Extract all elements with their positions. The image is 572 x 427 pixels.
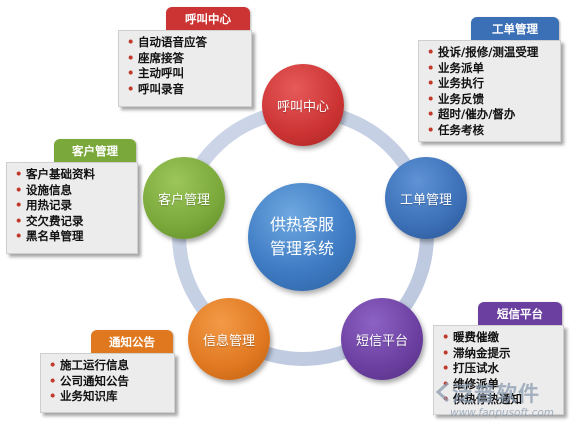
- list-item: 座席接答: [127, 51, 251, 67]
- list-item: 供热停热通知: [442, 392, 563, 408]
- node-info-management-label: 信息管理: [202, 333, 255, 349]
- node-customer-management-label: 客户管理: [157, 192, 210, 208]
- list-item: 维修派单: [442, 377, 563, 393]
- watermark: 泛普软件 www.fanpusoft.com: [434, 375, 570, 425]
- node-info-management: 信息管理: [188, 298, 270, 380]
- card-sms: 暖费催缴 滞纳金提示 打压试水 维修派单 供热停热通知: [433, 325, 564, 415]
- list-item: 黑名单管理: [15, 229, 137, 245]
- card-notice: 施工运行信息 公司通知公告 业务知识库: [40, 353, 175, 413]
- node-call-center: 呼叫中心: [262, 64, 344, 146]
- card-notice-title: 通知公告: [91, 330, 173, 353]
- list-item: 自动语音应答: [127, 35, 251, 51]
- list-item: 任务考核: [427, 123, 560, 139]
- card-work-order: 投诉/报修/测温受理 业务派单 业务执行 业务反馈 超时/催办/督办 任务考核: [418, 40, 561, 142]
- card-call-center: 自动语音应答 座席接答 主动呼叫 呼叫录音: [118, 30, 252, 107]
- list-item: 呼叫录音: [127, 82, 251, 98]
- watermark-url: www.fanpusoft.com: [450, 407, 555, 419]
- node-sms-platform: 短信平台: [341, 298, 423, 380]
- list-item: 业务派单: [427, 61, 560, 77]
- node-customer-management: 客户管理: [143, 157, 225, 239]
- list-item: 投诉/报修/测温受理: [427, 45, 560, 61]
- list-item: 业务知识库: [49, 389, 174, 405]
- list-item: 用热记录: [15, 198, 137, 214]
- card-customer-title: 客户管理: [54, 139, 136, 162]
- list-item: 交欠费记录: [15, 214, 137, 230]
- list-item: 主动呼叫: [127, 66, 251, 82]
- card-sms-title: 短信平台: [478, 302, 562, 325]
- node-sms-platform-label: 短信平台: [355, 333, 408, 349]
- node-call-center-label: 呼叫中心: [276, 99, 329, 115]
- list-item: 滞纳金提示: [442, 346, 563, 362]
- list-item: 客户基础资料: [15, 167, 137, 183]
- center-node: 供热客服 管理系统: [248, 183, 356, 291]
- center-line-1: 供热客服: [269, 215, 334, 234]
- list-item: 超时/催办/督办: [427, 107, 560, 123]
- list-item: 业务反馈: [427, 92, 560, 108]
- list-item: 公司通知公告: [49, 374, 174, 390]
- node-work-order: 工单管理: [385, 157, 467, 239]
- card-work-order-title: 工单管理: [471, 17, 559, 40]
- list-item: 暖费催缴: [442, 330, 563, 346]
- list-item: 打压试水: [442, 361, 563, 377]
- card-call-center-title: 呼叫中心: [166, 7, 250, 30]
- center-line-2: 管理系统: [269, 239, 334, 258]
- node-work-order-label: 工单管理: [399, 192, 452, 208]
- watermark-logo-icon: [435, 381, 450, 403]
- list-item: 施工运行信息: [49, 358, 174, 374]
- card-customer: 客户基础资料 设施信息 用热记录 交欠费记录 黑名单管理: [6, 162, 138, 254]
- list-item: 设施信息: [15, 183, 137, 199]
- watermark-text: 泛普软件: [452, 382, 540, 406]
- list-item: 业务执行: [427, 76, 560, 92]
